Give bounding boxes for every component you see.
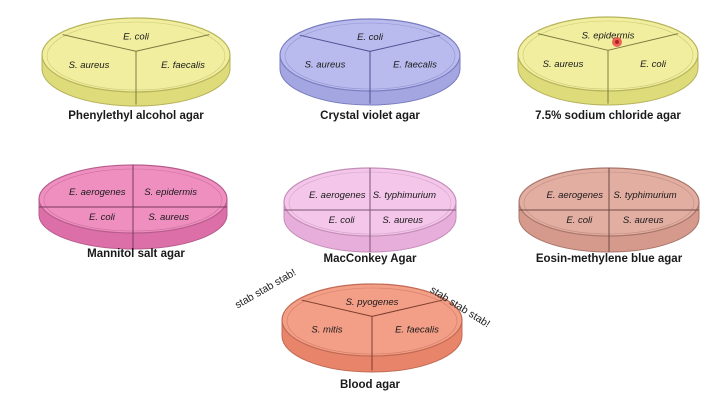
plate-cv: E. coli S. aureus E. faecalis	[279, 18, 461, 106]
divider-line	[607, 33, 679, 51]
section-label-right: E. faecalis	[393, 60, 437, 71]
plate-pea: E. coli S. aureus E. faecalis	[41, 17, 231, 107]
plate-label-mannitol-salt: Mannitol salt agar	[87, 248, 185, 260]
plate-label-phenylethyl-alcohol: Phenylethyl alcohol agar	[68, 110, 204, 122]
divider-line	[299, 34, 371, 52]
section-label-right: E. coli	[640, 59, 667, 70]
plate-nacl: S. epidermis S. aureus E. coli	[517, 16, 699, 106]
section-label-bottom-right: S. aureus	[623, 215, 664, 226]
section-label-bottom-right: S. aureus	[148, 212, 189, 223]
plate-label-macconkey: MacConkey Agar	[323, 253, 417, 265]
plate-mac: E. aerogenes S. typhimurium E. coli S. aure…	[283, 167, 457, 253]
plate-label-crystal-violet: Crystal violet agar	[320, 110, 420, 122]
plate-label-blood: Blood agar	[339, 379, 401, 391]
section-label-left: S. aureus	[305, 60, 346, 71]
section-label-bottom-left: E. coli	[566, 215, 593, 226]
plate-msa: E. aerogenes S. epidermis E. coli S. aureus	[38, 164, 228, 250]
divider-line	[62, 34, 137, 52]
section-label-bottom-right: S. aureus	[382, 215, 423, 226]
section-label-top: E. coli	[123, 31, 150, 42]
divider-line	[135, 34, 210, 52]
section-label-top-left: E. aerogenes	[69, 187, 126, 198]
section-label-right: E. faecalis	[395, 325, 439, 336]
section-label-top-left: E. aerogenes	[547, 190, 604, 201]
section-label-top: S. epidermis	[582, 30, 635, 41]
plate-label-sodium-chloride: 7.5% sodium chloride agar	[535, 110, 681, 122]
cursor-highlight	[612, 37, 622, 47]
section-label-top-right: S. typhimurium	[373, 190, 436, 201]
divider-line	[537, 33, 609, 51]
section-label-top-left: E. aerogenes	[309, 190, 366, 201]
divider-line	[301, 299, 373, 317]
section-label-left: S. aureus	[69, 60, 110, 71]
section-label-left: S. aureus	[543, 59, 584, 70]
section-label-bottom-left: E. coli	[329, 215, 356, 226]
section-label-right: E. faecalis	[161, 60, 205, 71]
section-label-top: E. coli	[357, 32, 384, 43]
plate-blood: S. pyogenes S. mitis E. faecalis	[281, 283, 463, 373]
section-label-top-right: S. typhimurium	[613, 190, 676, 201]
section-label-top: S. pyogenes	[346, 297, 399, 308]
plate-emb: E. aerogenes S. typhimurium E. coli S. aure…	[518, 167, 700, 253]
plate-label-eosin-methylene-blue: Eosin-methylene blue agar	[535, 253, 683, 265]
divider-line	[371, 299, 443, 317]
divider-line	[369, 34, 441, 52]
section-label-bottom-left: E. coli	[89, 212, 116, 223]
section-label-top-right: S. epidermis	[144, 187, 197, 198]
section-label-left: S. mitis	[311, 325, 342, 336]
